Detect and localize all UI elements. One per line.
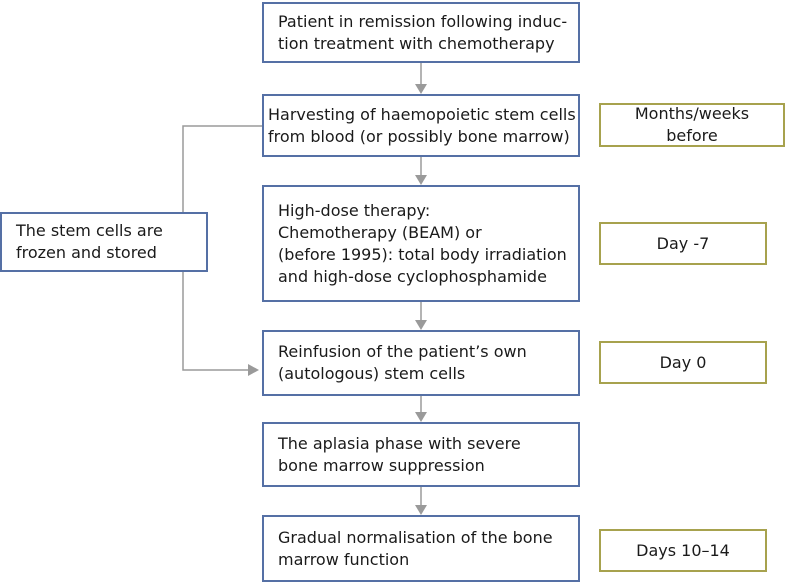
arrowhead-step6 (415, 505, 427, 515)
step-aplasia-line-2: bone marrow suppression (278, 455, 485, 475)
connector-harvest-to-storage (182, 125, 262, 212)
step-high-dose-line-2: Chemotherapy (BEAM) or (278, 222, 482, 242)
step-aplasia: The aplasia phase with severe bone marro… (262, 422, 580, 487)
step-high-dose-line-1: High-dose therapy: (278, 200, 431, 220)
arrowhead-reinfusion (248, 364, 259, 376)
step-reinfusion-line-2: (autologous) stem cells (278, 364, 466, 383)
step-high-dose-line-4: and high-dose cyclophosphamide (278, 266, 547, 286)
arrowhead-step4 (415, 320, 427, 330)
step-remission-line-1: Patient in remission following induc- (278, 11, 568, 31)
step-reinfusion-line-1: Reinfusion of the patient’s own (278, 342, 527, 361)
step-normalisation-line-1: Gradual normalisation of the bone (278, 527, 553, 547)
timing-day-0: Day 0 (599, 341, 767, 384)
arrowhead-step3 (415, 175, 427, 185)
step-high-dose-line-3: (before 1995): total body irradiation (278, 244, 567, 264)
step-harvesting-line-2: from blood (or possibly bone marrow) (268, 126, 570, 146)
side-box-line-1: The stem cells are (16, 221, 163, 240)
step-normalisation-line-2: marrow function (278, 549, 410, 569)
arrowhead-step2 (415, 84, 427, 94)
arrowhead-step5 (415, 412, 427, 422)
timing-months-weeks-before: Months/weeks before (599, 103, 785, 147)
step-harvesting: Harvesting of haemopoietic stem cells fr… (262, 94, 580, 157)
step-normalisation: Gradual normalisation of the bone marrow… (262, 515, 580, 582)
step-reinfusion: Reinfusion of the patient’s own (autolog… (262, 330, 580, 396)
step-harvesting-line-1: Harvesting of haemopoietic stem cells (268, 104, 576, 124)
timing-day-minus-7: Day -7 (599, 222, 767, 265)
side-box-frozen-stored: The stem cells are frozen and stored (0, 212, 208, 272)
side-box-line-2: frozen and stored (16, 243, 157, 262)
connector-storage-to-reinfusion (182, 272, 248, 371)
step-remission-line-2: tion treatment with chemotherapy (278, 33, 555, 53)
step-high-dose-therapy: High-dose therapy: Chemotherapy (BEAM) o… (262, 185, 580, 302)
timing-days-10-14: Days 10–14 (599, 529, 767, 572)
step-aplasia-line-1: The aplasia phase with severe (278, 433, 521, 453)
step-remission: Patient in remission following induc- ti… (262, 2, 580, 63)
